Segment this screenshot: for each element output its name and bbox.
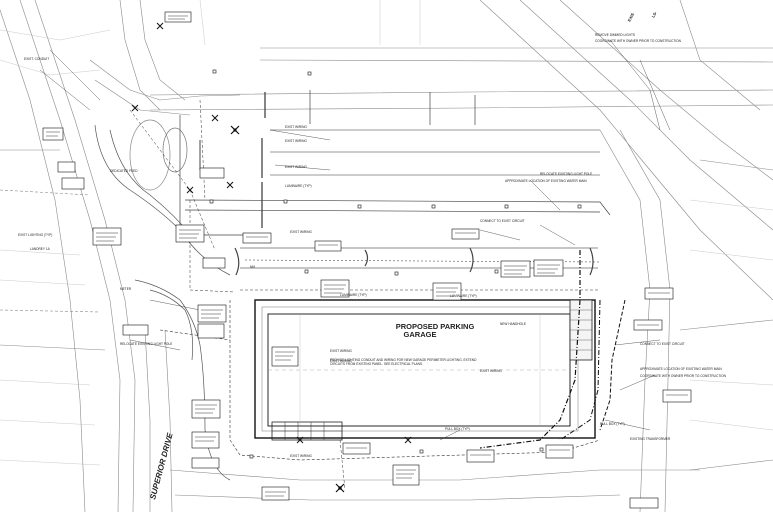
note-exist-wiring-4: EXIST WIRING — [290, 230, 312, 234]
note-coordinate-right: COORDINATE WITH OWNER PRIOR TO CONSTRUCT… — [640, 374, 727, 378]
note-relocate: RELOCATE EXISTING LIGHT POLE — [540, 172, 592, 176]
note-light-typ-2: LUMINAIRE (TYP) — [340, 293, 367, 297]
note-pull-box: PULL BOX (TYP) — [600, 422, 625, 426]
leader-lines — [39, 39, 671, 441]
note-exist-conduit-left: EXIST. CONDUIT — [24, 57, 49, 61]
note-coordinate-top: COORDINATE WITH OWNER PRIOR TO CONSTRUCT… — [595, 39, 682, 43]
note-relocate-left: RELOCATE EXISTING LIGHT POLE — [120, 342, 172, 346]
garage-note-wire2: EXIST WIRING — [330, 349, 352, 353]
garage-note-line: EXIST WIRING — [330, 359, 352, 363]
contour-lines — [0, 0, 773, 466]
pole-bases — [209, 69, 582, 459]
note-proposed-location: APPROXIMATE LOCATION OF EXISTING WATER M… — [505, 179, 587, 183]
note-exist-wiring-1: EXIST WIRING — [285, 125, 307, 129]
garage-title-line1: PROPOSED PARKING — [396, 322, 475, 331]
note-pull-box-bottom: PULL BOX (TYP) — [445, 427, 470, 431]
note-remove-dimmed: REMOVE DIMMED LIGHTS — [595, 33, 635, 37]
note-mh: MH — [250, 265, 256, 269]
note-dedicated-feed: DEDICATED FEED — [110, 169, 138, 173]
tag-text-rows — [46, 15, 688, 497]
note-exist-wiring-bottom: EXIST WIRING — [290, 454, 312, 458]
garage-note-wire: EXIST WIRING — [480, 369, 502, 373]
note-meter: METER — [120, 287, 132, 291]
note-light-typ: LUMINAIRE (TYP) — [285, 184, 312, 188]
garage-structure — [254, 299, 596, 441]
note-new-handhole: NEW HANDHOLE — [500, 322, 526, 326]
note-exist-lighting-left: EXIST LIGHTING (TYP) — [18, 233, 52, 237]
note-conn-exist-right: CONNECT TO EXIST CIRCUIT — [640, 342, 685, 346]
top-right-road-label-2: LS- — [650, 10, 658, 19]
garage-title-line2: GARAGE — [404, 330, 437, 339]
note-water-main: APPROXIMATE LOCATION OF EXISTING WATER M… — [640, 367, 722, 371]
note-exist-wiring-3: EXIST WIRING — [285, 165, 307, 169]
top-right-road-label: EXIS — [626, 12, 635, 23]
note-conn-exist: CONNECT TO EXIST CIRCUIT — [480, 219, 525, 223]
garage-notes-text: PROVIDE LIGHTING CONDUIT AND WIRING FOR … — [330, 358, 477, 367]
light-pole-symbols — [131, 22, 412, 493]
note-light-typ-3: LUMINAIRE (TYP) — [450, 294, 477, 298]
note-lot-label: LANDREY 1A — [30, 247, 51, 251]
note-exist-wiring-2: EXIST WIRING — [285, 139, 307, 143]
note-transformer: EXISTING TRANSFORMER — [630, 437, 671, 441]
